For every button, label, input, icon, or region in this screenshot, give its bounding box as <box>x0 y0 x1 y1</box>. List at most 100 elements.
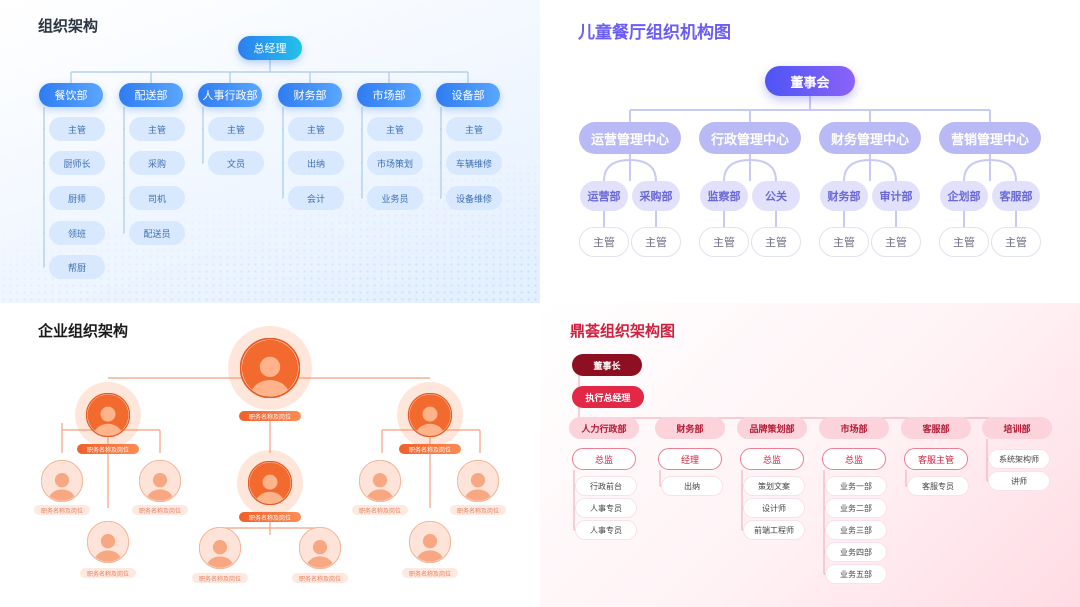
position-label: 职务名称及岗位 <box>292 573 348 583</box>
staff-node: 前端工程师 <box>743 520 805 540</box>
staff-node: 厨师 <box>49 186 105 210</box>
center-node: 财务管理中心 <box>819 122 921 154</box>
staff-node: 主管 <box>446 117 502 141</box>
org-chart-panel-2: 儿童餐厅组织机构图 董事会运营管理中心运营部主管采购部主管行政管理中心监察部主管… <box>540 0 1080 303</box>
center-node: 行政管理中心 <box>699 122 801 154</box>
leaf-node: 主管 <box>819 227 869 257</box>
staff-node: 主管 <box>208 117 264 141</box>
dept-node: 客服部 <box>992 181 1040 211</box>
top-node-general-manager: 总经理 <box>238 36 302 60</box>
panel2-title: 儿童餐厅组织机构图 <box>578 23 731 43</box>
staff-node: 车辆维修 <box>446 151 502 175</box>
staff-node: 帮厨 <box>49 255 105 279</box>
dept-head-node: 总监 <box>822 448 886 470</box>
dept-head-node: 客服主管 <box>904 448 968 470</box>
dept-node: 市场部 <box>819 417 889 439</box>
avatar-staff <box>139 460 181 502</box>
avatar-ceo <box>240 338 300 398</box>
leaf-node: 主管 <box>939 227 989 257</box>
dept-node: 品牌策划部 <box>737 417 807 439</box>
leaf-node: 主管 <box>579 227 629 257</box>
org-chart-panel-4: 鼎荟组织架构图 董事长执行总经理人力行政部总监行政前台人事专员人事专员财务部经理… <box>540 303 1080 607</box>
staff-node: 主管 <box>49 117 105 141</box>
dept-split-line <box>603 158 657 182</box>
dept-head-node: 经理 <box>658 448 722 470</box>
staff-node: 业务一部 <box>825 476 887 496</box>
position-label: 职务名称及岗位 <box>399 444 461 454</box>
dept-node: 餐饮部 <box>39 83 103 107</box>
leaf-node: 主管 <box>751 227 801 257</box>
avatar-staff <box>41 460 83 502</box>
dept-split-line <box>963 158 1017 182</box>
avatar-staff <box>87 521 129 563</box>
panel3-title: 企业组织架构 <box>38 322 129 340</box>
staff-node: 会计 <box>288 186 344 210</box>
dept-node: 审计部 <box>872 181 920 211</box>
dept-node: 财务部 <box>820 181 868 211</box>
avatar-left-manager <box>86 393 130 437</box>
org-chart-panel-1: 组织架构 总经理餐饮部主管厨师长厨师领班帮厨配送部主管采购司机配送员人事行政部主… <box>0 0 540 303</box>
dept-node: 采购部 <box>632 181 680 211</box>
staff-node: 领班 <box>49 221 105 245</box>
staff-node: 出纳 <box>661 476 723 496</box>
dept-node: 市场部 <box>357 83 421 107</box>
dept-node: 配送部 <box>119 83 183 107</box>
staff-node: 市场策划 <box>367 151 423 175</box>
dept-node: 财务部 <box>278 83 342 107</box>
dept-node: 企划部 <box>940 181 988 211</box>
center-node: 营销管理中心 <box>939 122 1041 154</box>
position-label: 职务名称及岗位 <box>34 505 90 515</box>
leaf-node: 主管 <box>991 227 1041 257</box>
staff-node: 出纳 <box>288 151 344 175</box>
staff-node: 业务二部 <box>825 498 887 518</box>
avatar-staff <box>409 521 451 563</box>
dept-head-node: 总监 <box>572 448 636 470</box>
dept-node: 客服部 <box>901 417 971 439</box>
avatar-right-manager <box>408 393 452 437</box>
staff-node: 业务四部 <box>825 542 887 562</box>
staff-node: 配送员 <box>129 221 185 245</box>
staff-node: 客服专员 <box>907 476 969 496</box>
staff-node: 主管 <box>129 117 185 141</box>
panel1-title: 组织架构 <box>38 17 99 35</box>
staff-node: 策划文案 <box>743 476 805 496</box>
position-label: 职务名称及岗位 <box>77 444 139 454</box>
avatar-staff <box>299 527 341 569</box>
dept-split-line <box>843 158 897 182</box>
avatar-staff <box>199 527 241 569</box>
dept-node: 人事行政部 <box>198 83 262 107</box>
position-label: 职务名称及岗位 <box>192 573 248 583</box>
staff-node: 业务三部 <box>825 520 887 540</box>
node-executive-gm: 执行总经理 <box>572 386 644 408</box>
panel4-title: 鼎荟组织架构图 <box>570 322 676 340</box>
dept-node: 财务部 <box>655 417 725 439</box>
dept-node: 设备部 <box>436 83 500 107</box>
org-chart-panel-3: 企业组织架构 职务名称及岗位职务名称及岗位职务名称及岗位职务名称及岗位职务名称及… <box>0 303 540 607</box>
staff-node: 讲师 <box>988 471 1050 491</box>
position-label: 职务名称及岗位 <box>239 512 301 522</box>
leaf-node: 主管 <box>631 227 681 257</box>
staff-node: 主管 <box>367 117 423 141</box>
avatar-staff <box>359 460 401 502</box>
staff-node: 采购 <box>129 151 185 175</box>
staff-node: 设计师 <box>743 498 805 518</box>
staff-node: 业务五部 <box>825 564 887 584</box>
position-label: 职务名称及岗位 <box>450 505 506 515</box>
staff-node: 系统架构师 <box>988 449 1050 469</box>
staff-node: 司机 <box>129 186 185 210</box>
staff-node: 主管 <box>288 117 344 141</box>
dept-node: 培训部 <box>982 417 1052 439</box>
dept-node: 监察部 <box>700 181 748 211</box>
center-node: 运营管理中心 <box>579 122 681 154</box>
dept-node: 运营部 <box>580 181 628 211</box>
staff-node: 行政前台 <box>575 476 637 496</box>
node-chairman: 董事长 <box>572 354 642 376</box>
position-label: 职务名称及岗位 <box>132 505 188 515</box>
position-label: 职务名称及岗位 <box>352 505 408 515</box>
avatar-center-manager <box>248 461 292 505</box>
staff-node: 人事专员 <box>575 520 637 540</box>
leaf-node: 主管 <box>871 227 921 257</box>
staff-node: 文员 <box>208 151 264 175</box>
position-label: 职务名称及岗位 <box>80 568 136 578</box>
staff-node: 业务员 <box>367 186 423 210</box>
